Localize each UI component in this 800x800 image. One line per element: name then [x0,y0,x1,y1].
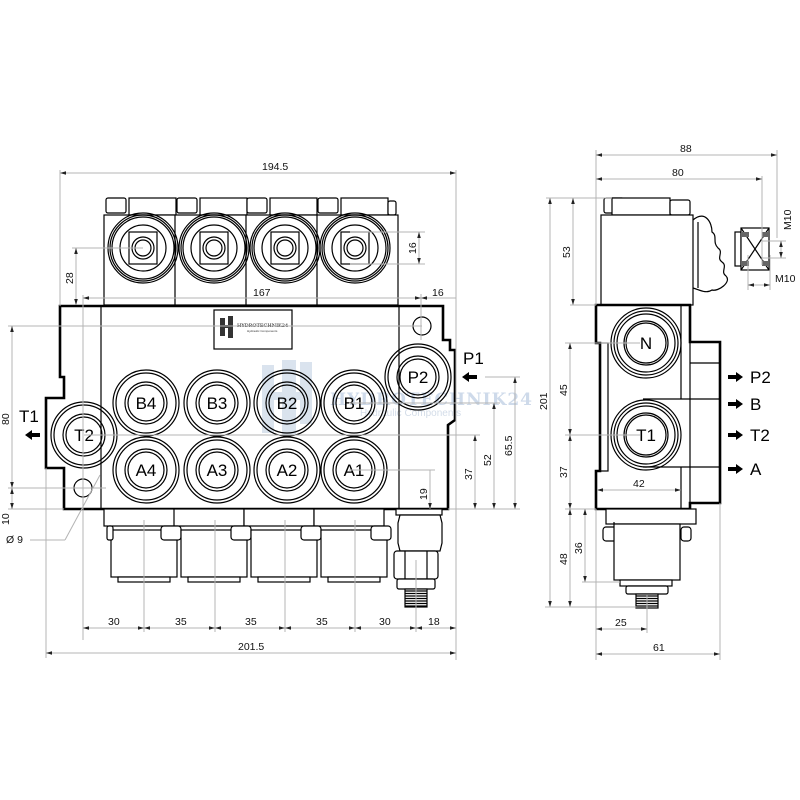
lever-knob [178,212,250,284]
dim-pitch-first: 30 [108,616,120,628]
dim-hole-edge: 16 [432,287,444,299]
dim-overall-bottom: 201.5 [238,641,264,653]
dim-handle-dia: 16 [407,242,419,254]
port-b2: B2 [253,369,321,437]
dim-thread-h: M10 [775,273,796,285]
port-label: B4 [136,394,157,413]
fitting [393,508,443,608]
dim-overall-width: 88 [680,143,692,155]
arrow-left-icon [25,430,40,440]
dim-edge-right: 18 [428,616,440,628]
port-label: A4 [136,461,157,480]
port-b3: B3 [183,369,251,437]
label-p1: P1 [463,349,484,368]
dim-t1-height: 37 [558,466,570,478]
spool-cap [250,525,322,583]
port-label: T1 [636,426,656,445]
side-arrow-label: P2 [750,368,771,387]
dim-p-height: 65.5 [503,435,515,456]
front-dimensions: 194.5 28 16 167 16 80 10 Ø 9 [0,161,520,660]
dim-hole-dia: Ø 9 [6,534,23,546]
arrow-right-icon [728,372,743,382]
side-port-labels: P2B T2A [728,368,771,479]
port-p2: P2 [384,343,452,411]
dim-fitting-offset: 25 [615,617,627,629]
side-dimensions: 88 80 M10 M10 53 201 45 37 42 [538,143,796,660]
port-label: P2 [408,368,429,387]
port-a3: A3 [183,436,251,504]
spool-caps [103,508,392,583]
arrow-left-icon [462,372,477,382]
dim-bottom-48: 48 [558,553,570,565]
dim-height-left: 80 [0,413,12,425]
port-a4: A4 [112,436,180,504]
port-label: N [640,334,652,353]
port-label: A3 [207,461,228,480]
side-arrow-label: A [750,460,762,479]
dim-thread-v: M10 [782,209,794,230]
watermark-name: HYDROTECHNIK24 [330,390,533,410]
spool-cap [320,525,392,583]
port-a2: A2 [253,436,321,504]
dim-pitch-last: 30 [379,616,391,628]
dim-t2-height: 37 [463,468,475,480]
port-label: B2 [277,394,298,413]
dim-base-width: 61 [653,642,665,654]
logo-tagline: Hydraulic Components [247,329,278,333]
side-arrow-label: T2 [750,426,770,445]
label-t1: T1 [19,407,39,426]
dim-n-spacing: 45 [558,384,570,396]
port-label: B3 [207,394,228,413]
dim-total-height: 201 [538,392,550,410]
side-arrow-label: B [750,395,761,414]
lever-knob [249,212,321,284]
dim-top-height: 53 [561,246,573,258]
arrow-right-icon [728,430,743,440]
watermark: HYDROTECHNIK24 Hydraulic Components [262,360,533,435]
brand-logo: HYDROTECHNIK24 Hydraulic Components [213,309,293,350]
arrow-right-icon [728,464,743,474]
port-b4: B4 [112,369,180,437]
port-b1: B1 [320,369,388,437]
front-view: HYDROTECHNIK24 Hydraulic Components P2T2… [0,161,520,660]
dim-a-row: 19 [418,488,430,500]
dim-pitch-3: 35 [245,616,257,628]
watermark-tagline: Hydraulic Components [360,408,461,419]
dim-body-depth: 42 [633,478,645,490]
external-port-labels: P1 T1 [19,349,484,440]
dim-overall-top: 194.5 [262,161,288,173]
dim-hole-bottom: 10 [0,513,12,525]
arrow-right-icon [728,399,743,409]
handle-caps [103,197,399,306]
dim-b-row: 52 [482,454,494,466]
dim-bottom-36: 36 [573,542,585,554]
rubber-boot [692,215,728,293]
dim-pitch-4: 35 [316,616,328,628]
spool-cap [180,525,252,583]
side-view: N T1 88 80 M10 M10 53 [538,143,796,660]
port-label: A2 [277,461,298,480]
dim-hole-span: 167 [253,287,271,299]
dim-pitch-2: 35 [175,616,187,628]
dim-handle-offset: 28 [64,272,76,284]
dim-body-to-joint: 80 [672,167,684,179]
